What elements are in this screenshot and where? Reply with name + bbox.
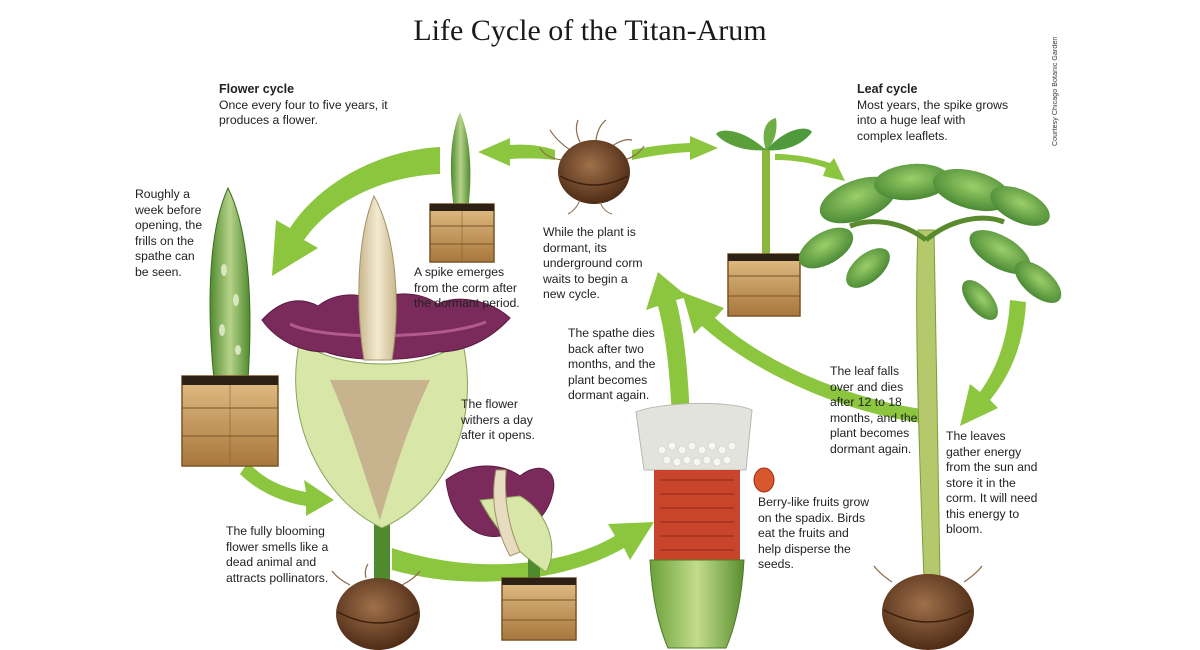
leaf-plant-stage	[798, 163, 1062, 650]
dormant-corm	[539, 119, 645, 215]
label-spathe-dies: The spathe dies back after two months, a…	[568, 326, 656, 402]
corm-icon	[873, 565, 983, 650]
label-energy: The leaves gather energy from the sun an…	[946, 429, 1038, 536]
flower-cycle-text: Once every four to five years, it produc…	[219, 97, 388, 128]
planter-box-icon	[501, 577, 577, 641]
spike-icon	[450, 112, 471, 210]
arrow-icon	[646, 272, 690, 420]
label-bud: Roughly a week before opening, the frill…	[135, 187, 203, 279]
label-spike: A spike emerges from the corm after the …	[414, 265, 520, 310]
corm-icon	[331, 563, 421, 650]
arrow-icon	[478, 138, 555, 166]
bud-stage	[181, 186, 279, 467]
spadix-fruit-stage	[635, 402, 775, 649]
bloom-stage	[261, 194, 511, 650]
flower-cycle-heading: Flower cycle	[219, 82, 295, 96]
label-withers: The flower withers a day after it opens.	[461, 397, 535, 442]
cycle-arrows	[240, 136, 1026, 582]
label-leaf-cycle: Leaf cycle Most years, the spike grows i…	[857, 82, 1013, 144]
spike-stage	[429, 112, 495, 263]
arrow-icon	[632, 136, 718, 160]
page-title: Life Cycle of the Titan-Arum	[413, 14, 767, 47]
planter-box-icon	[181, 375, 279, 467]
label-blooming: The fully blooming flower smells like a …	[226, 524, 329, 585]
withered-stage	[445, 465, 577, 641]
arrow-icon	[392, 522, 654, 582]
label-flower-cycle: Flower cycle Once every four to five yea…	[219, 82, 419, 129]
leaf-plant-icon	[798, 163, 1062, 320]
arrow-icon	[272, 147, 440, 276]
arrow-icon	[775, 154, 845, 181]
label-dormant: While the plant is dormant, its undergro…	[543, 225, 643, 301]
arrow-icon	[682, 292, 930, 424]
leaf-cycle-heading: Leaf cycle	[857, 82, 918, 96]
bud-icon	[209, 186, 251, 381]
arrow-icon	[960, 300, 1026, 426]
corm-icon	[558, 140, 630, 204]
berry-icon	[753, 467, 775, 493]
spadix-fruit-icon	[654, 470, 740, 566]
label-leaf-falls: The leaf falls over and dies after 12 to…	[830, 364, 918, 456]
credit-line: Courtesy Chicago Botanic Garden	[1052, 36, 1059, 146]
label-berries: Berry-like fruits grow on the spadix. Bi…	[758, 495, 870, 571]
arrow-icon	[240, 462, 334, 516]
leaf-cycle-text: Most years, the spike grows into a huge …	[857, 97, 1009, 143]
planter-box-icon	[727, 253, 801, 317]
planter-box-icon	[429, 203, 495, 263]
sapling-stage	[716, 118, 812, 317]
